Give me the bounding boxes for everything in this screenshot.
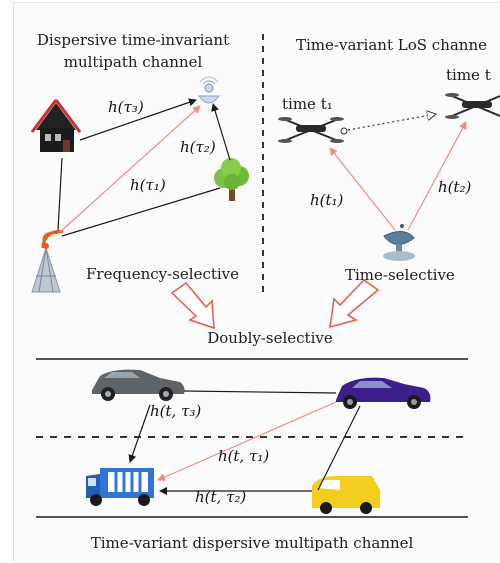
path-purple-to-van <box>317 405 361 491</box>
path-purple-to-grey <box>183 390 337 394</box>
yellow-van-icon <box>312 476 380 514</box>
transmitter-tower-icon <box>31 230 64 293</box>
merge-arrow-right <box>329 279 380 329</box>
drone-icon <box>445 93 500 119</box>
motion-start-dot <box>340 127 348 135</box>
tl-caption: Frequency-selective <box>86 265 239 283</box>
path-grey-to-truck <box>128 404 151 463</box>
purple-car-icon <box>336 377 431 409</box>
figure-frame <box>13 2 500 561</box>
label-h-tau3: h(τ₃) <box>108 98 144 116</box>
label-h-tau2: h(τ₂) <box>180 138 216 156</box>
receiver-antenna-icon <box>198 76 220 104</box>
tl-title-line1: Dispersive time-invariant <box>37 31 229 49</box>
tl-title-line2: multipath channel <box>64 53 203 71</box>
label-time2: time t <box>446 66 491 84</box>
path-purple-to-truck-red <box>157 401 337 481</box>
tr-title: Time-variant LoS channe <box>296 36 487 54</box>
path-to-drone2 <box>407 121 467 231</box>
label-h-t-tau3: h(t, τ₃) <box>150 402 201 420</box>
drone-icon <box>278 117 344 143</box>
label-time1: time t₁ <box>282 95 333 113</box>
label-h-t1: h(t₁) <box>310 191 344 209</box>
path-direct-red <box>59 105 201 233</box>
path-tree-to-rx <box>211 103 231 161</box>
blue-truck-icon <box>86 468 154 506</box>
label-h-tau1: h(τ₁) <box>130 176 166 194</box>
tr-caption: Time-selective <box>345 266 455 284</box>
path-tx-to-tree <box>61 187 221 237</box>
path-tx-to-house <box>57 157 63 231</box>
house-icon <box>30 99 82 152</box>
path-house-to-rx <box>79 98 197 141</box>
merge-label: Doubly-selective <box>207 329 333 347</box>
bottom-caption: Time-variant dispersive multipath channe… <box>91 534 414 552</box>
motion-path <box>347 114 436 131</box>
tree-icon <box>214 158 249 201</box>
ground-station-icon <box>383 224 415 261</box>
label-h-t-tau1: h(t, τ₁) <box>218 447 269 465</box>
label-h-t2: h(t₂) <box>438 178 472 196</box>
path-to-drone1 <box>329 147 396 231</box>
grey-car-icon <box>92 369 185 401</box>
label-h-t-tau2: h(t, τ₂) <box>195 488 246 506</box>
merge-arrow-left <box>170 281 215 330</box>
